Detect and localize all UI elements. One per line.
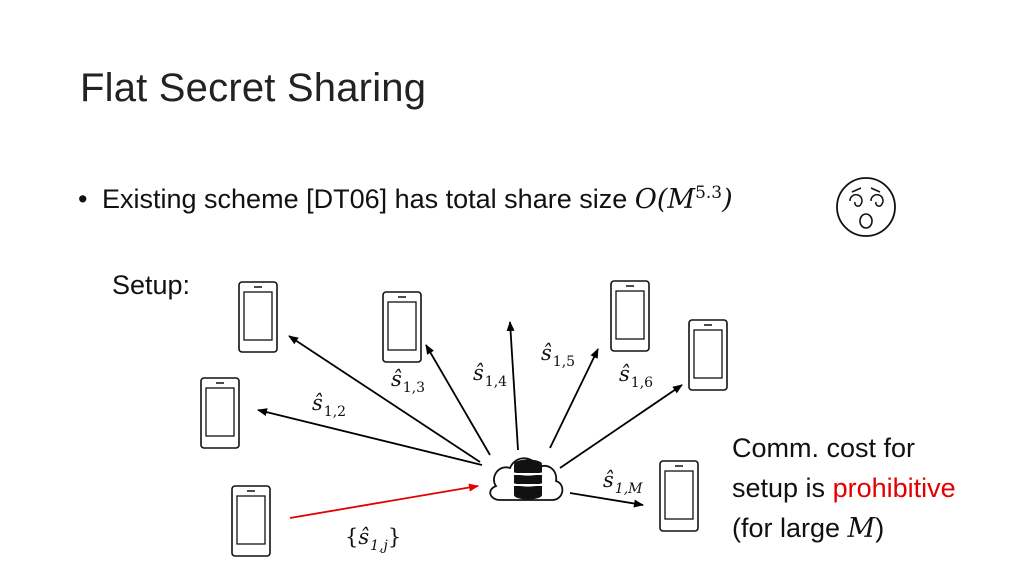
share-label: ŝ1,2 <box>312 391 346 420</box>
slide-title: Flat Secret Sharing <box>80 66 427 110</box>
share-arrow <box>288 335 481 463</box>
note-line-1: Comm. cost for <box>732 433 916 463</box>
formula-base: O(M <box>634 184 696 215</box>
phone-icon <box>688 319 728 391</box>
prohibitive-highlight: prohibitive <box>832 473 956 503</box>
share-arrow <box>425 344 491 456</box>
share-label: ŝ1,4 <box>473 361 507 390</box>
note-line-3: (for large M) <box>732 508 956 549</box>
share-arrow <box>559 384 683 469</box>
formula-close: ) <box>722 184 733 215</box>
input-arrow <box>289 483 479 519</box>
share-arrow <box>549 348 599 449</box>
note-var-m: M <box>847 513 876 544</box>
share-label: ŝ1,5 <box>541 341 575 370</box>
share-arrow <box>506 321 519 451</box>
formula-exponent: 5.3 <box>695 183 723 203</box>
phone-icon <box>610 280 650 352</box>
cost-note: Comm. cost for setup is prohibitive (for… <box>732 428 956 549</box>
share-label: ŝ1,M <box>603 468 643 497</box>
share-label: ŝ1,3 <box>391 367 425 396</box>
input-share-label: {ŝ1,j} <box>345 525 401 554</box>
phone-icon <box>382 291 422 363</box>
astonished-face-icon <box>836 177 896 237</box>
share-arrow <box>569 492 644 508</box>
share-label: ŝ1,6 <box>619 362 653 391</box>
cloud-database-icon <box>489 457 564 501</box>
bullet-text: Existing scheme [DT06] has total share s… <box>102 184 635 214</box>
setup-label: Setup: <box>112 270 191 300</box>
note-line-2: setup is prohibitive <box>732 468 956 508</box>
phone-icon <box>659 460 699 532</box>
phone-icon <box>238 281 278 353</box>
phone-icon <box>231 485 271 557</box>
phone-icon <box>200 377 240 449</box>
share-size-formula: O(M5.3) <box>635 184 733 215</box>
share-arrow <box>257 408 483 466</box>
note-line-3-suffix: ) <box>875 513 885 543</box>
note-line-3-prefix: (for large <box>732 513 848 543</box>
note-line-2-prefix: setup is <box>732 473 833 503</box>
bullet-dot: • <box>78 184 88 214</box>
bullet-point: • Existing scheme [DT06] has total share … <box>78 184 733 215</box>
